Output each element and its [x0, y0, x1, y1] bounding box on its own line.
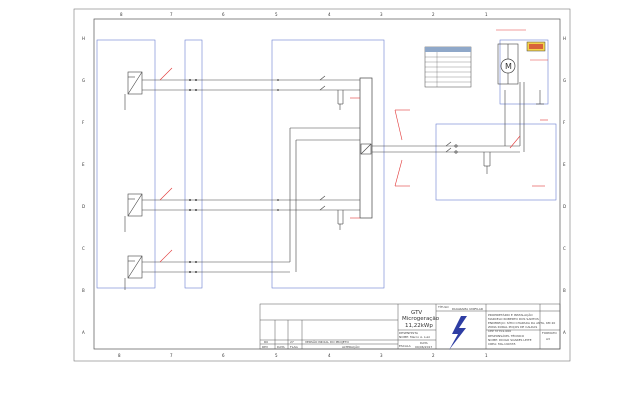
ac-panel — [435, 123, 557, 201]
sheet-border — [73, 8, 571, 362]
col-label: 1 — [485, 353, 488, 358]
col-label: 3 — [380, 353, 383, 358]
row-label: F — [82, 120, 85, 125]
stringbox-panel — [184, 39, 203, 289]
row-label: G — [563, 78, 566, 83]
ac-lines — [372, 82, 544, 174]
date-header: DATA — [277, 345, 286, 349]
row-label: D — [563, 204, 566, 209]
change-header: ALTERAÇÃO — [342, 344, 360, 349]
col-label: 6 — [222, 12, 225, 17]
ac-breaker — [445, 141, 458, 154]
owner-line: MARCELO ROBERTO DOS SANTOS — [488, 317, 539, 321]
col-label: 4 — [328, 12, 331, 17]
date-label: DATA — [420, 341, 429, 345]
col-label: 5 — [275, 353, 278, 358]
col-label: 2 — [432, 353, 435, 358]
col-label: 2 — [432, 12, 435, 17]
row-label: A — [82, 330, 85, 335]
format-value: A3 — [546, 337, 550, 341]
bottom-column-labels: 8 7 6 5 4 3 2 1 — [118, 353, 488, 358]
inverter-panel — [271, 39, 385, 289]
drawing-border — [93, 18, 561, 350]
top-column-labels: 8 7 6 5 4 3 2 1 — [120, 12, 488, 17]
rev-version: VERSÃO INICIAL DO PROJETO — [305, 339, 349, 344]
inverter-box — [359, 77, 373, 219]
rev-value: R0 — [264, 340, 268, 344]
format-label: FORMATO — [542, 331, 557, 335]
right-row-labels: H G F E D C B A — [563, 36, 566, 335]
meter-logo-icon — [526, 41, 546, 52]
owner-line: CEP 37701-000 — [488, 329, 511, 333]
row-label: E — [563, 162, 566, 167]
designer-value: NOME: Marco A. Luiz — [399, 335, 430, 339]
row-label: E — [82, 162, 85, 167]
owner-line: ENDEREÇO: SÍTIO CHAPADA DA ANTA, KM 20 — [488, 320, 555, 325]
company-logo-icon — [449, 316, 467, 350]
row-label: D — [82, 204, 85, 209]
pv-array-panel — [96, 39, 156, 289]
col-label: 5 — [275, 12, 278, 17]
row-label: G — [82, 78, 85, 83]
responsible-line: CREA: MG-190335 — [488, 342, 516, 346]
project-name: Microgeração — [402, 316, 440, 322]
rev-header: REV — [262, 345, 269, 349]
project-type: GTV — [411, 310, 422, 316]
row-label: F — [563, 120, 566, 125]
row-label: H — [563, 36, 566, 41]
owner-header: PROPRIETÁRIO E INSTALAÇÃO — [488, 312, 533, 317]
pv-module-2 — [127, 193, 143, 217]
owner-line: ZONA RURAL POÇOS DE CALDAS — [488, 325, 537, 329]
pv-module-1 — [127, 71, 143, 95]
col-label: 8 — [118, 353, 121, 358]
row-label: A — [563, 330, 566, 335]
col-label: 6 — [222, 353, 225, 358]
rev-date-value: 27 — [290, 340, 294, 344]
pv-module-3 — [127, 255, 143, 279]
dc-lines — [124, 79, 360, 290]
col-label: 8 — [120, 12, 123, 17]
responsible-label: RESPONSÁVEL TÉCNICO — [488, 333, 525, 338]
date-value: 09/06/2017 — [415, 345, 432, 349]
row-label: H — [82, 36, 85, 41]
dc-switches — [319, 75, 344, 230]
responsible-line: NOME: DIOGO SOARES LEITE — [488, 338, 532, 342]
col-label: 3 — [380, 12, 383, 17]
scale-label: ESCALA — [399, 344, 412, 348]
stringbox-terminals — [189, 79, 197, 273]
row-label: B — [82, 288, 85, 293]
drawing-title: DIAGRAMA UNIFILAR — [452, 307, 483, 311]
designer-label: DESENHISTA — [399, 331, 419, 335]
left-row-labels: H G F E D C B A — [82, 36, 85, 335]
row-label: C — [82, 246, 85, 251]
row-label: B — [563, 288, 566, 293]
motor-letter: M — [505, 62, 512, 71]
col-label: 7 — [170, 353, 173, 358]
col-label: 7 — [170, 12, 173, 17]
title-block — [259, 303, 561, 350]
col-label: 1 — [485, 12, 488, 17]
legend-table — [424, 46, 472, 88]
inverter-input-terminals — [277, 79, 279, 211]
flag-header: FLAG — [290, 345, 298, 349]
project-power: 11,22kWp — [405, 323, 433, 329]
inverter-symbol — [360, 143, 372, 155]
drawing-label: TÍTULO — [437, 304, 449, 309]
row-label: C — [563, 246, 566, 251]
col-label: 4 — [328, 353, 331, 358]
red-annotations — [159, 29, 548, 263]
